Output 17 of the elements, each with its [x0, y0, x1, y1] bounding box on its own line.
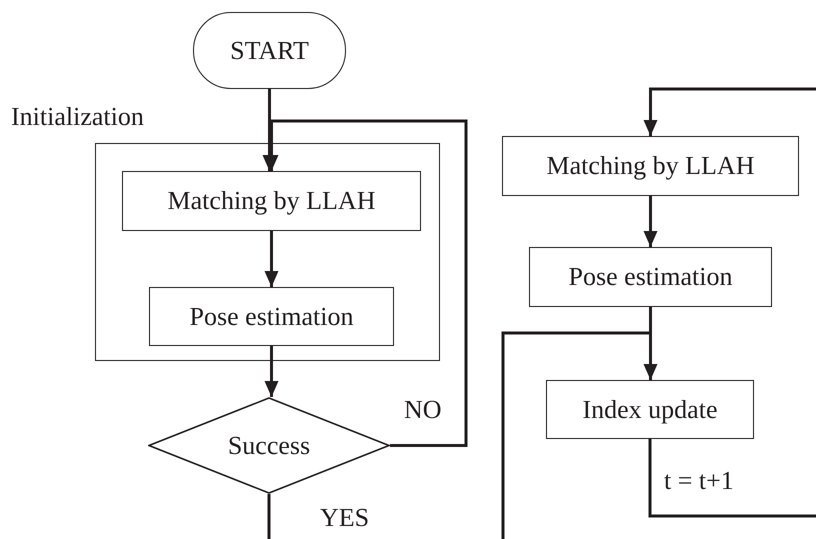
process-box [502, 136, 799, 196]
process-label: Matching by LLAH [168, 186, 376, 216]
process-label: Pose estimation [190, 302, 354, 332]
process-label: Pose estimation [568, 262, 732, 292]
process-box [546, 380, 754, 439]
arrow [264, 346, 278, 397]
group-heading: Initialization [11, 102, 144, 132]
arrow [644, 196, 658, 247]
arrow [644, 88, 816, 136]
process-box [149, 287, 394, 346]
process-label: Matching by LLAH [546, 151, 754, 181]
process-box [529, 247, 772, 307]
terminator-label: START [230, 36, 309, 66]
decision-label: Success [228, 430, 310, 460]
arrow [264, 231, 278, 287]
process-label: Index update [582, 394, 718, 424]
process-box [122, 171, 421, 231]
